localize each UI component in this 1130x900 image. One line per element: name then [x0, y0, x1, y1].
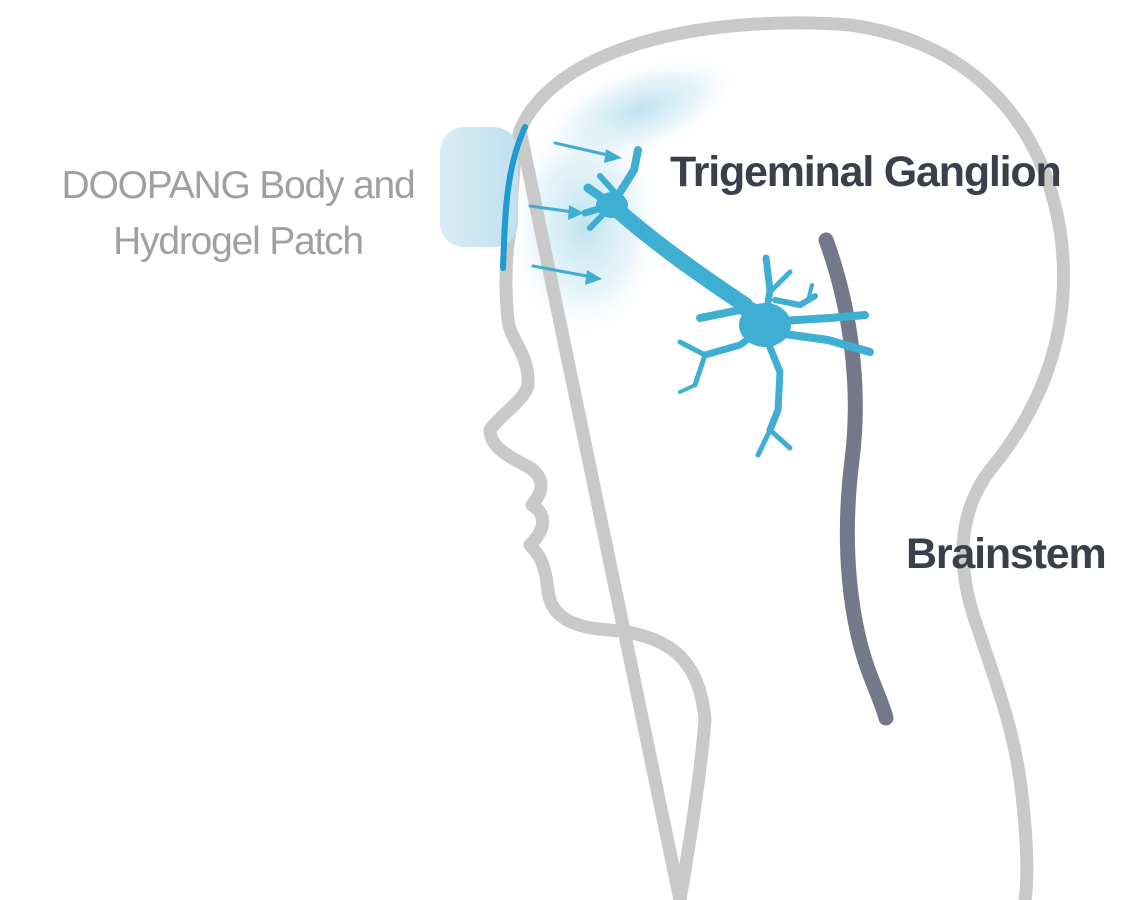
brainstem-label: Brainstem	[906, 530, 1106, 579]
device-label-line2: Hydrogel Patch	[38, 214, 438, 270]
device-label: DOOPANG Body and Hydrogel Patch	[38, 158, 438, 270]
device-label-line1: DOOPANG Body and	[38, 158, 438, 214]
trigeminal-ganglion-label: Trigeminal Ganglion	[670, 148, 1061, 197]
brainstem-shape	[826, 240, 886, 718]
